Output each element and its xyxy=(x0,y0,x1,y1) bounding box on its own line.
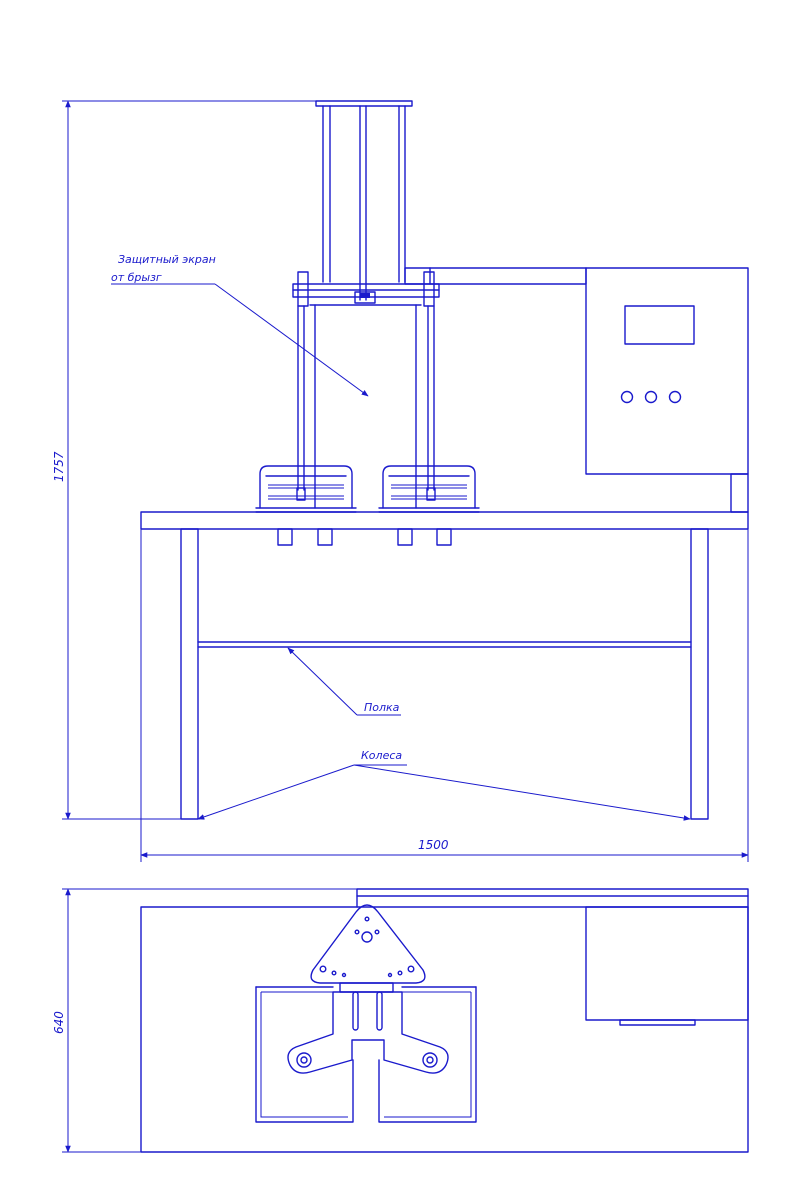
label-shield-line2: от брызг xyxy=(111,271,162,284)
support-arm xyxy=(404,267,587,285)
dimension-depth: 640 xyxy=(52,888,357,1153)
label-shield-line1: Защитный экран xyxy=(118,253,216,266)
callout-shelf: Полка xyxy=(287,647,401,716)
dimension-width: 1500 xyxy=(140,512,749,862)
top-view: 640 xyxy=(52,888,749,1153)
front-view: Защитный экран от брызг Полка Колеса 175… xyxy=(52,100,749,862)
fixture-left xyxy=(255,465,357,513)
callout-shield: Защитный экран от брызг xyxy=(111,253,369,397)
table-top-plan xyxy=(140,906,749,1153)
control-cabinet xyxy=(585,267,749,513)
electrode-rods xyxy=(296,305,436,501)
electrode-holder-plan xyxy=(287,982,449,1074)
dimension-height-value: 1757 xyxy=(52,451,66,482)
fixture-right xyxy=(378,465,480,513)
press-column xyxy=(315,100,413,301)
fixture-right-plan xyxy=(378,986,477,1123)
label-wheels: Колеса xyxy=(361,749,402,762)
fixture-left-plan xyxy=(255,986,354,1123)
dimension-height: 1757 xyxy=(52,100,316,820)
cabinet-plan xyxy=(585,906,749,1026)
crossbar xyxy=(292,271,440,307)
under-top-blocks xyxy=(277,528,452,546)
table-legs xyxy=(180,528,709,820)
label-shelf: Полка xyxy=(364,701,400,714)
callout-wheels: Колеса xyxy=(197,749,691,821)
splash-shield xyxy=(309,304,422,509)
shelf xyxy=(197,641,692,648)
rear-arm-plan xyxy=(356,888,749,908)
mount-plate-plan xyxy=(310,904,426,984)
dimension-width-value: 1500 xyxy=(418,838,449,852)
dimension-depth-value: 640 xyxy=(52,1011,66,1034)
table-top xyxy=(140,511,749,530)
